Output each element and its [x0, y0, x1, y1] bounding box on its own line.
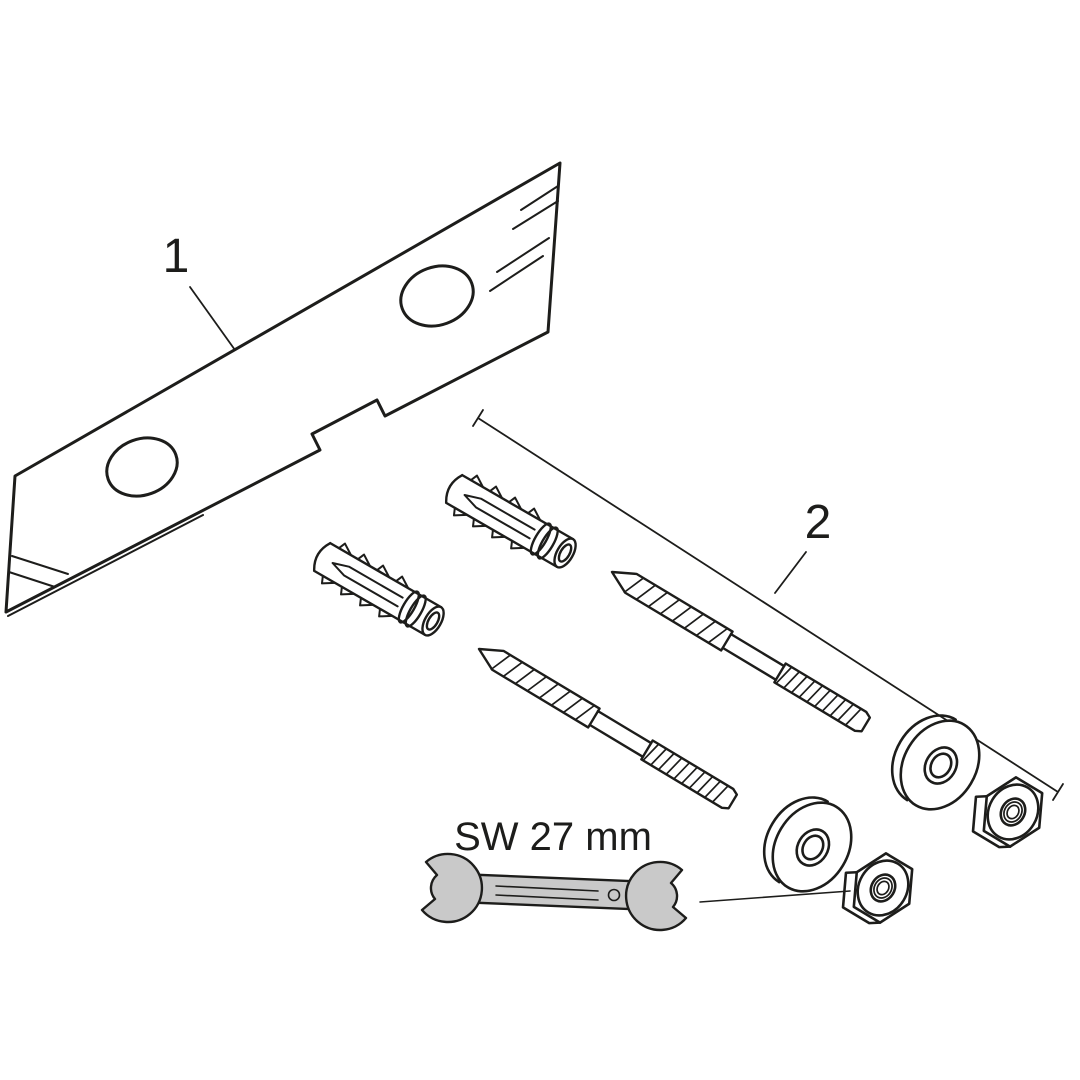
- hanger-bolt-2: [472, 638, 740, 813]
- wrench-shaft: [456, 872, 656, 912]
- wrench-size-label: SW 27 mm: [454, 815, 652, 859]
- wrench-to-nut-leader-line: [699, 890, 851, 903]
- callout-2-bracket-line: [472, 409, 1064, 801]
- wrench-right-jaw: [624, 860, 688, 932]
- plate-thickness-edge: [7, 514, 204, 617]
- plate-hole-left: [105, 436, 179, 498]
- washer-1: [875, 699, 997, 826]
- plate-chamfer-marks: [8, 555, 69, 588]
- callout-2-number: 2: [805, 496, 832, 549]
- wall-plug-1: [437, 465, 585, 579]
- open-end-wrench: [420, 852, 851, 932]
- washer-2: [747, 781, 869, 908]
- callout-1-number: 1: [163, 230, 190, 283]
- callout-1-leader-line: [189, 286, 236, 351]
- wrench-hole-detail: [607, 888, 621, 902]
- wrench-slot-detail: [495, 885, 599, 901]
- plate-hole-right: [399, 264, 475, 328]
- wall-plug-2: [305, 533, 453, 647]
- plate-fold-marks: [489, 185, 559, 292]
- mounting-plate: [4, 161, 562, 617]
- plate-outline: [4, 161, 562, 614]
- diagram-root: 1 2: [4, 161, 1064, 937]
- hanger-bolt-1: [605, 561, 873, 736]
- callout-2: 2: [472, 409, 1064, 801]
- callout-1: 1: [163, 230, 236, 351]
- wrench-left-jaw: [420, 852, 484, 924]
